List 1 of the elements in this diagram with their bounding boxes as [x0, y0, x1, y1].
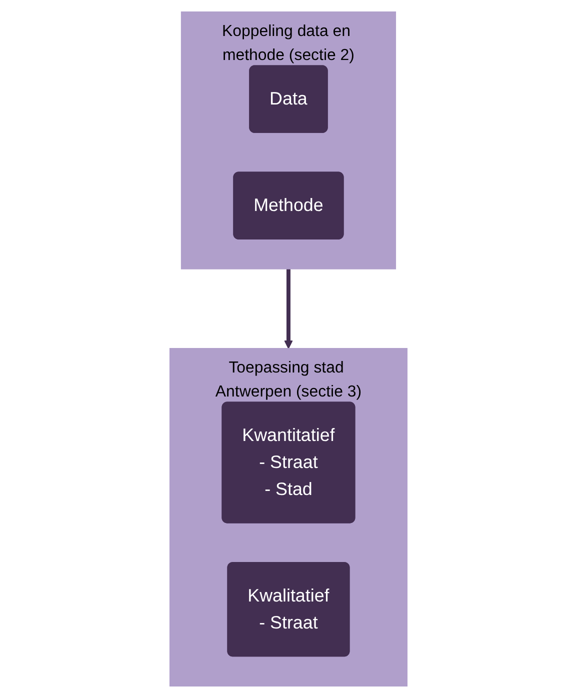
arrow: [284, 268, 292, 349]
